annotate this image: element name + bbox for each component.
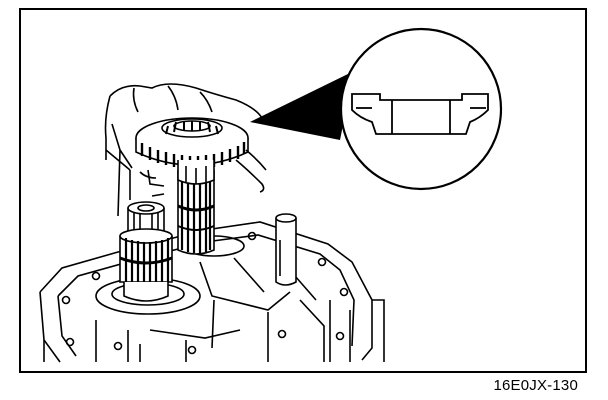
hand	[104, 83, 267, 217]
gear	[135, 117, 249, 185]
countershaft	[119, 201, 173, 302]
figure-frame	[19, 8, 587, 373]
gear-profile-detail	[351, 93, 489, 135]
figure-reference-code: 16E0JX-130	[493, 377, 578, 394]
detail-callout	[250, 27, 503, 191]
main-shaft	[177, 170, 215, 255]
locating-pin	[275, 213, 297, 286]
